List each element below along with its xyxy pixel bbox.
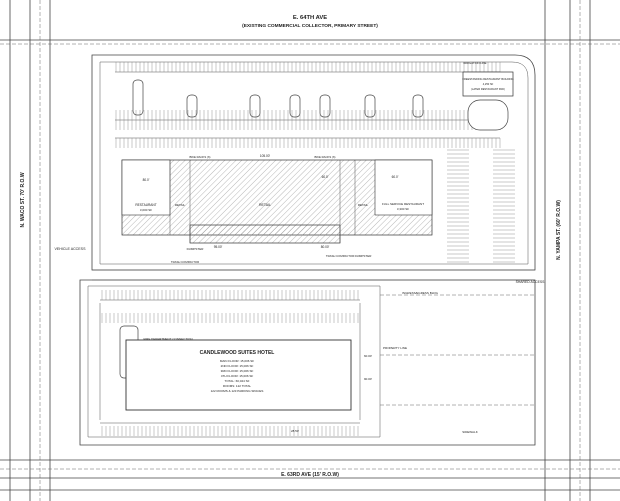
southeast-area <box>92 269 535 406</box>
vehicle-access-label: VEHICLE ACCESS <box>55 247 87 251</box>
hotel-title: CANDLEWOOD SUITES HOTEL <box>200 350 275 356</box>
trash-compactor-w-label: TRASH COMPACTOR <box>171 260 199 264</box>
hotel-line-5: ROOMS: 122 TOTAL <box>223 384 252 388</box>
trash-compactor-e-label: TRASH COMPACTOR <box>326 254 354 258</box>
retail-e1-label: RETAIL <box>358 203 369 207</box>
fire-dept-label: FIRE DEPARTMENT CONNECTION <box>143 337 192 341</box>
hotel-line-0: MAIN FLOOR: 15,006 SF <box>220 359 254 363</box>
irrigation-label: IRRIGATION LINE <box>463 61 486 65</box>
street-east: N. YAMPA ST. (60' R.O.W) <box>556 200 562 260</box>
pad-ne-label: FREESTANDING RESTAURANT BUILDING <box>462 77 513 81</box>
restaurant-west-label: RESTAURANT <box>135 203 156 207</box>
dumpster-e-label: DUMPSTER <box>355 254 373 258</box>
hotel-lot <box>99 299 361 424</box>
restaurant-west-sf: 3,000 SF <box>140 208 152 212</box>
street-north: E. 64TH AVE <box>293 15 327 21</box>
stalls-east <box>447 149 515 263</box>
pad-ne-sf: 4,250 SF <box>483 82 494 86</box>
property-line-label: PROPERTY LINE <box>383 346 407 350</box>
restaurant-pad-ne <box>462 71 514 131</box>
dim-west: 80.0' <box>143 178 150 182</box>
bike-racks-e-label: BIKE RACKS (6) <box>315 155 336 159</box>
ingress-egress-label: INGRESS/EGRESS BLDG <box>402 291 439 295</box>
hotel-line-3: 4TH FLOOR: 15,006 SF <box>221 374 254 378</box>
dim-south: 95.00' <box>214 245 223 249</box>
shared-access-label: SHARED ACCESS <box>516 280 546 284</box>
hotel-dim-1: 60.00' <box>364 354 373 358</box>
dumpster-w-label: DUMPSTER <box>187 247 205 251</box>
dim-east: 60.0' <box>392 175 399 179</box>
stalls-north <box>115 62 501 148</box>
restaurant-east-sf: 3,300 SF <box>397 207 409 211</box>
retail-building <box>121 159 433 244</box>
pad-ne-note: (LATER RESTAURANT PAD) <box>471 87 505 91</box>
north-parking <box>115 71 500 139</box>
hotel-line-2: 3RD FLOOR: 15,006 SF <box>221 369 254 373</box>
retail-center-label: RETAIL <box>259 203 271 207</box>
retail-w1-label: RETAIL <box>175 203 186 207</box>
hotel-dim-3: 28.50' <box>291 429 300 433</box>
dim-width: 60.0' <box>322 175 329 179</box>
street-west: N. WACO ST. 70' R.O.W <box>20 172 26 227</box>
hotel-line-6: 122 ROOMS & 123 PARKING SPACES <box>211 389 264 393</box>
bike-racks-w-label: BIKE RACKS (6) <box>190 155 211 159</box>
hotel-dim-2: 90.00' <box>364 377 373 381</box>
sidewalk-label: SIDEWALK <box>462 430 477 434</box>
dim-main: 105.00' <box>260 154 271 158</box>
dim-south2: 80.00' <box>321 245 330 249</box>
street-south: E. 63RD AVE (15' R.O.W) <box>281 472 339 478</box>
hotel-line-1: 2ND FLOOR: 15,006 SF <box>221 364 254 368</box>
street-north-desc: (EXISTING COMMERCIAL COLLECTOR, PRIMARY … <box>242 23 378 29</box>
stalls-hotel <box>101 290 359 436</box>
restaurant-east-label: FULL SERVICE RESTAURANT <box>382 202 424 206</box>
hotel-line-4: TOTAL: 60,024 SF <box>225 379 250 383</box>
